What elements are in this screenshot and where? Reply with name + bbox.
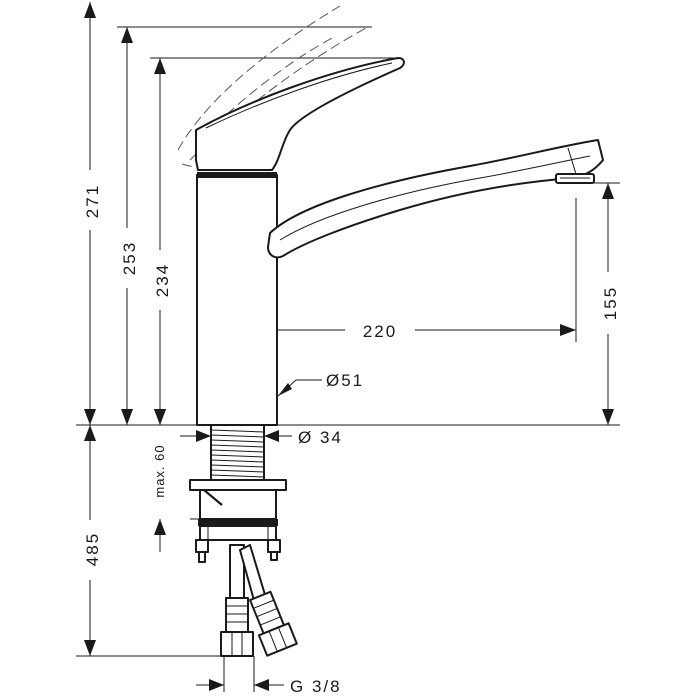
thread-line	[210, 434, 265, 438]
thread-line	[210, 464, 265, 468]
thread-line	[210, 444, 265, 448]
supply-hoses	[220, 544, 298, 657]
dimension-253: 253	[117, 27, 139, 425]
thread-line	[210, 439, 265, 443]
stud-bolts	[195, 539, 281, 563]
label-height-total: 271	[83, 184, 102, 218]
label-body-diameter: Ø51	[326, 371, 364, 390]
thread-line	[210, 469, 265, 473]
dimension-271: 271	[80, 2, 102, 425]
thread-line	[210, 459, 265, 463]
thread-line	[210, 454, 265, 458]
label-max-counter-thickness: max. 60	[152, 444, 167, 497]
label-shank-diameter: Ø 34	[298, 428, 343, 447]
label-spout-height: 155	[601, 286, 620, 320]
extension-lines	[76, 26, 620, 692]
label-connection-thread: G 3/8	[290, 677, 342, 696]
threaded-shank	[210, 424, 265, 481]
dimension-connection-thread: G 3/8	[196, 677, 342, 696]
faucet-spout	[267, 139, 604, 259]
dimension-220: 220	[238, 322, 576, 341]
faucet-lever	[195, 57, 405, 171]
thread-line	[210, 449, 265, 453]
dimension-shank-diameter: Ø 34	[180, 428, 343, 447]
dimension-234: 234	[150, 58, 172, 425]
dimension-155: 155	[598, 183, 620, 425]
fixing-plate	[189, 479, 287, 541]
label-height-body: 234	[153, 263, 172, 297]
faucet-body	[196, 172, 278, 426]
label-hose-length: 485	[83, 532, 102, 566]
dimension-body-diameter: Ø51	[277, 371, 364, 397]
thread-line	[210, 429, 265, 433]
label-height-lever: 253	[120, 241, 139, 275]
label-spout-reach: 220	[363, 322, 397, 341]
dimension-max-60: max. 60	[152, 386, 167, 552]
thread-line	[210, 474, 265, 478]
dimension-485: 485	[80, 425, 102, 656]
